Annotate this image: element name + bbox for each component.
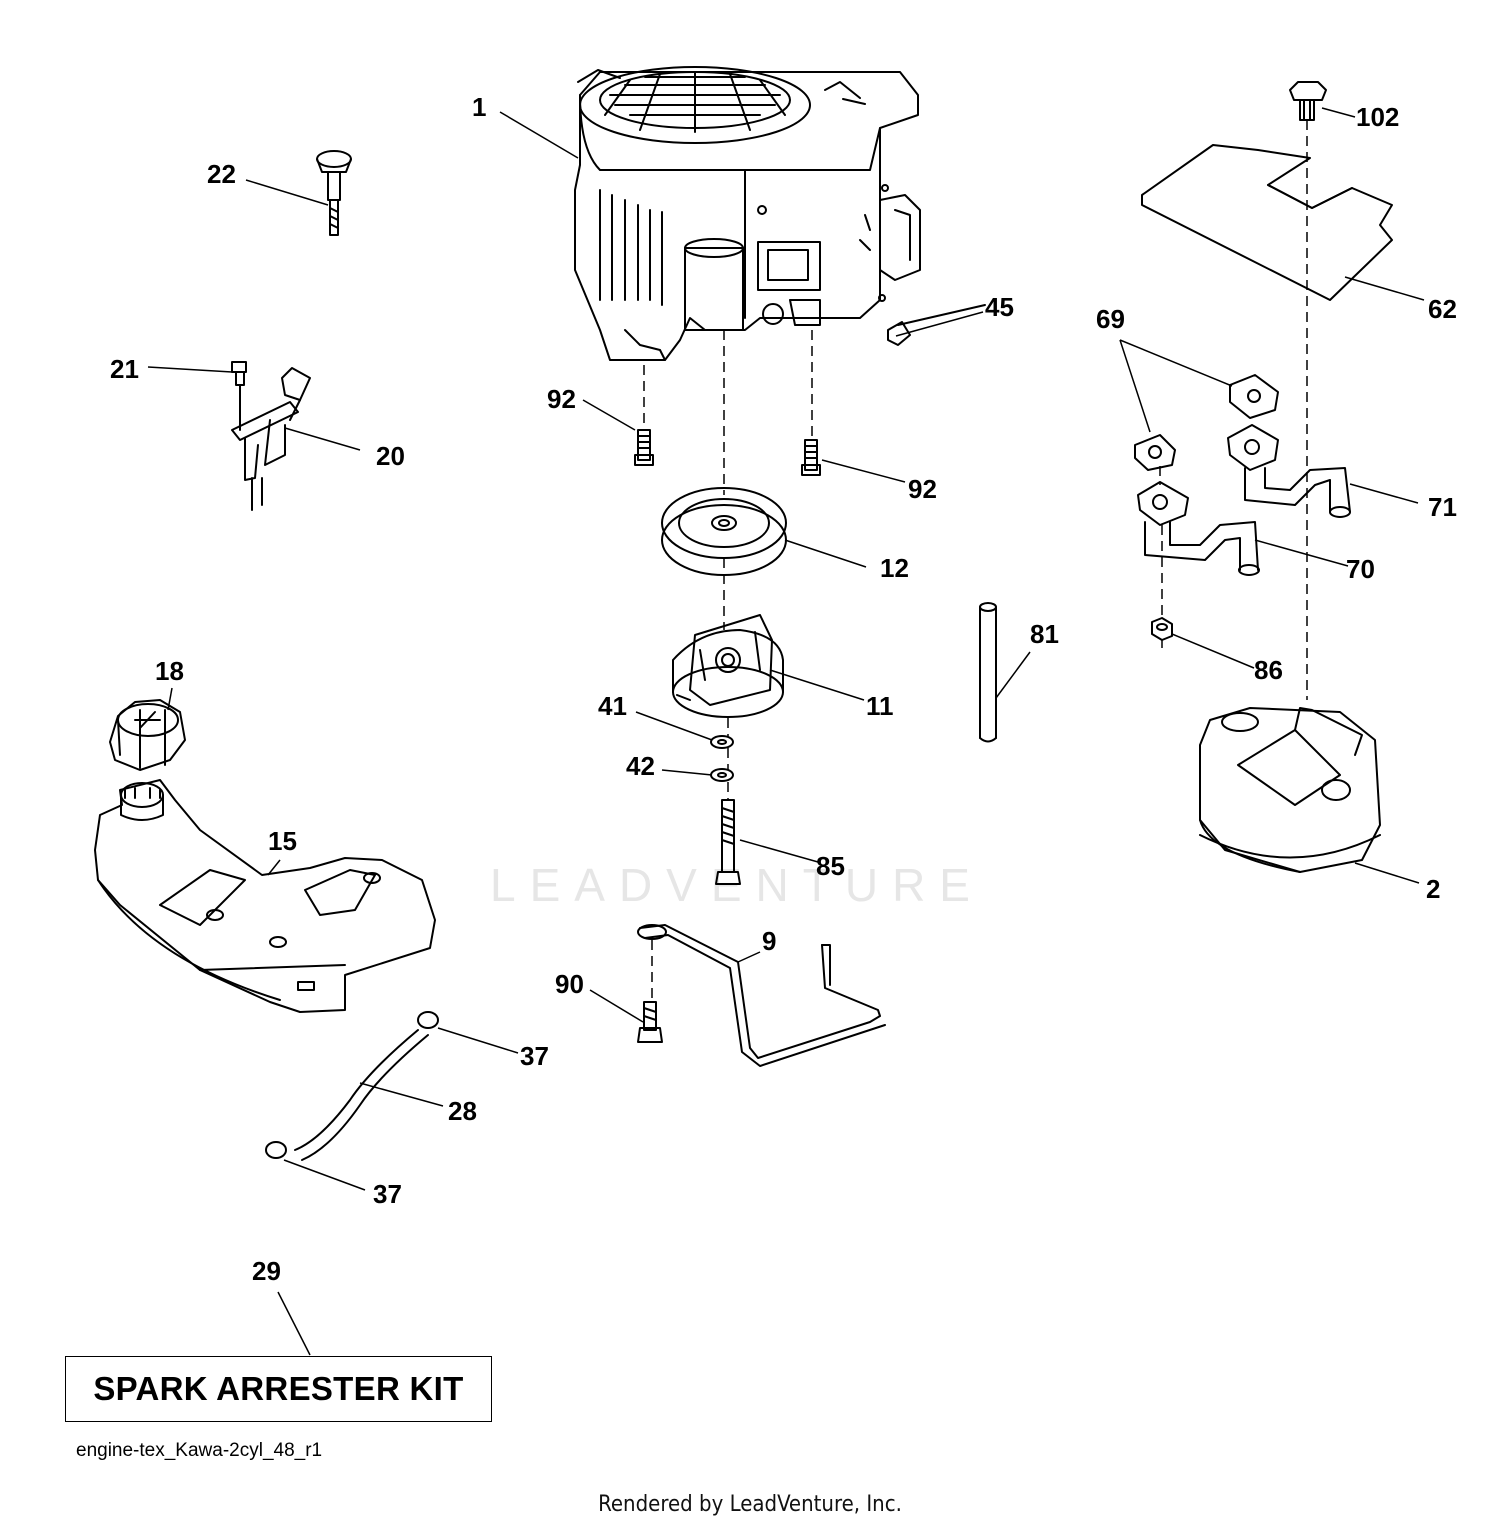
callout-70: 70 <box>1346 554 1375 584</box>
callout-41: 41 <box>598 691 627 721</box>
callout-86: 86 <box>1254 655 1283 685</box>
diagram-file-id: engine-tex_Kawa-2cyl_48_r1 <box>76 1440 323 1461</box>
callout-45: 45 <box>985 292 1014 322</box>
exhaust-pipe-70-part <box>1137 481 1260 576</box>
callout-92-right: 92 <box>908 474 937 504</box>
engine-part <box>574 66 921 361</box>
callout-90: 90 <box>555 969 584 999</box>
render-credit: Rendered by LeadVenture, Inc. <box>598 1492 902 1517</box>
callout-81: 81 <box>1030 619 1059 649</box>
callout-102: 102 <box>1356 102 1399 132</box>
bracket-part <box>637 924 886 1067</box>
exhaust-pipe-71-part <box>1227 424 1351 518</box>
nut-part <box>1151 617 1173 641</box>
fuel-cap-part <box>109 699 186 771</box>
callout-28: 28 <box>448 1096 477 1126</box>
screw-part <box>231 361 247 431</box>
bolt-85-part <box>715 799 741 885</box>
muffler-part <box>1199 707 1381 873</box>
callout-11: 11 <box>866 691 894 721</box>
washer-part <box>710 735 734 782</box>
callout-15: 15 <box>268 826 297 856</box>
screw-102-part <box>1289 81 1327 121</box>
knob-part <box>316 150 352 236</box>
callout-29: 29 <box>252 1256 281 1286</box>
callout-71: 71 <box>1428 492 1457 522</box>
spark-arrester-kit-label: SPARK ARRESTER KIT <box>93 1370 464 1407</box>
callout-1: 1 <box>472 92 486 122</box>
bolt-90-part <box>637 1001 663 1043</box>
clutch-part <box>672 614 784 718</box>
callout-12: 12 <box>880 553 909 583</box>
callout-37-upper: 37 <box>520 1041 549 1071</box>
bolt-92-part <box>634 429 821 476</box>
callout-69: 69 <box>1096 304 1125 334</box>
throttle-part <box>231 367 311 511</box>
gasket-part <box>1134 374 1279 471</box>
heat-shield-part <box>1141 144 1393 301</box>
callout-85: 85 <box>816 851 845 881</box>
callout-9: 9 <box>762 926 776 956</box>
callout-92-left: 92 <box>547 384 576 414</box>
rod-part <box>979 602 997 743</box>
fuel-tank-part <box>94 779 436 1013</box>
bolt-45-part <box>887 304 986 346</box>
callout-42: 42 <box>626 751 655 781</box>
callout-62: 62 <box>1428 294 1457 324</box>
callout-20: 20 <box>376 441 405 471</box>
callout-37-lower: 37 <box>373 1179 402 1209</box>
callout-21: 21 <box>110 354 139 384</box>
callout-18: 18 <box>155 656 184 686</box>
callout-2: 2 <box>1426 874 1440 904</box>
spark-arrester-kit-box: SPARK ARRESTER KIT <box>65 1356 492 1422</box>
fuel-line-part <box>265 1011 439 1161</box>
callout-22: 22 <box>207 159 236 189</box>
